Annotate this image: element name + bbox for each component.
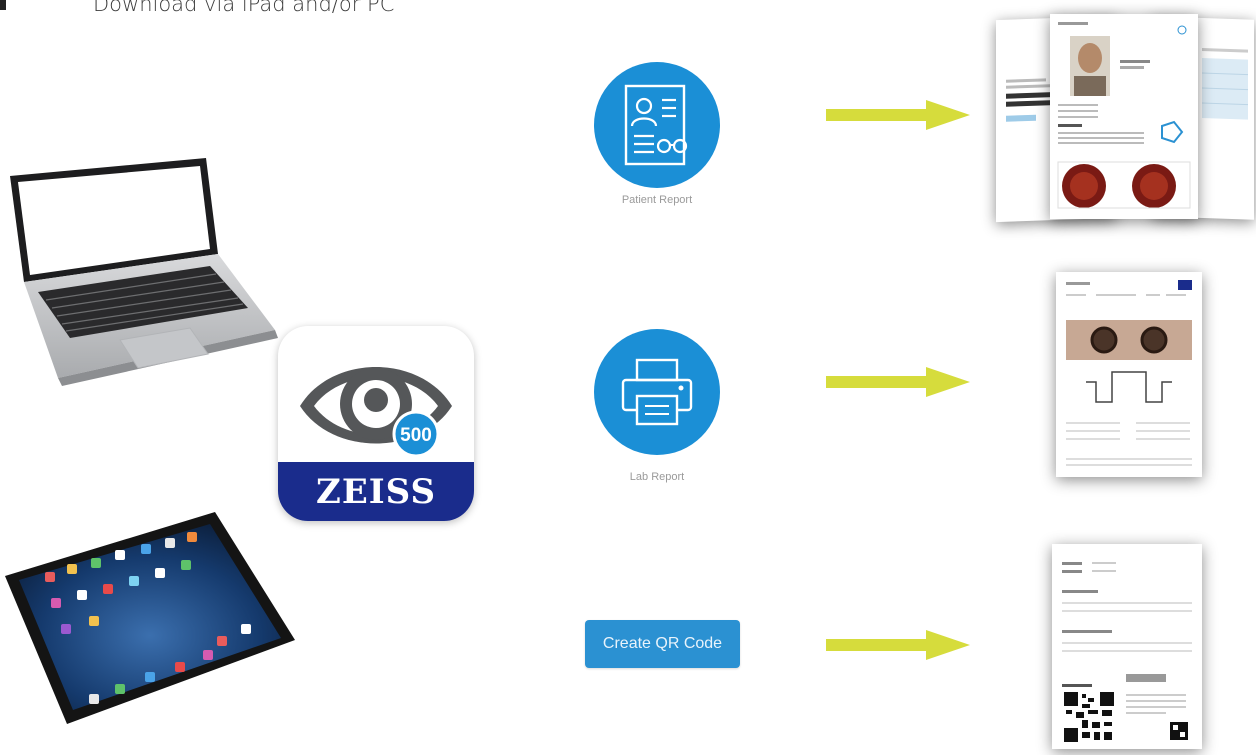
app-badge: 500 — [400, 425, 432, 446]
arrow-right-icon — [826, 630, 970, 660]
lab-report-page — [1056, 272, 1202, 477]
zeiss-500-app-icon[interactable]: 500 ZEISS — [278, 326, 474, 521]
lab-report-button[interactable] — [594, 329, 720, 455]
patient-report-button[interactable] — [594, 62, 720, 188]
qr-code-page — [1052, 544, 1202, 749]
zeiss-brand: ZEISS — [278, 462, 474, 521]
patient-report-page — [1050, 14, 1198, 219]
eye-icon: 500 — [300, 367, 452, 458]
create-qr-code-button[interactable]: Create QR Code — [585, 620, 740, 668]
patient-report-page-right — [1152, 16, 1254, 220]
arrow-right-icon — [826, 367, 970, 397]
tablet-icon — [5, 512, 295, 724]
patient-report-label: Patient Report — [621, 194, 693, 206]
patient-report-page-back — [996, 15, 1116, 223]
lab-report-label: Lab Report — [629, 471, 685, 483]
arrow-right-icon — [826, 100, 970, 130]
header-text: Download via iPad and/or PC — [93, 0, 395, 16]
document-glasses-icon — [624, 84, 688, 166]
laptop-icon — [10, 158, 278, 386]
printer-icon — [621, 358, 693, 426]
qr-code-icon — [1064, 692, 1114, 742]
bullet-icon — [0, 0, 6, 10]
